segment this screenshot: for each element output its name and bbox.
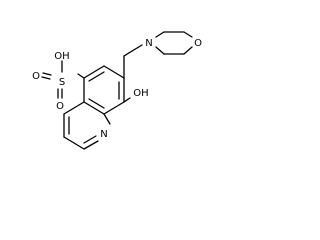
sulfonyl-oxygen-label: O xyxy=(56,101,64,112)
morpholine-nitrogen-label: N xyxy=(145,38,152,49)
bond xyxy=(63,101,85,115)
double-bond xyxy=(42,72,52,76)
bond xyxy=(103,101,125,115)
phenol-hydroxyl-label: OH xyxy=(133,88,148,99)
bond xyxy=(77,73,85,79)
bond xyxy=(155,31,165,38)
chemical-structure-diagram: OH S O O OH N N O xyxy=(32,31,202,150)
sulfonic-hydroxyl-label: OH xyxy=(54,51,69,62)
bond xyxy=(103,65,125,79)
bond xyxy=(183,46,193,55)
bonds xyxy=(41,31,193,150)
bond xyxy=(183,31,193,38)
bond xyxy=(103,113,111,125)
bond xyxy=(83,101,105,115)
bond xyxy=(83,140,99,150)
double-bond-inner xyxy=(88,71,105,82)
bond xyxy=(123,97,131,103)
atom-labels: OH S O O OH N N O xyxy=(32,38,202,140)
sulfur-label: S xyxy=(59,77,65,88)
pyridine-nitrogen-label: N xyxy=(100,129,107,140)
double-bond-inner xyxy=(83,135,97,144)
sulfonyl-oxygen-label: O xyxy=(32,71,40,82)
double-bond xyxy=(41,76,51,80)
bond xyxy=(63,136,85,150)
bond xyxy=(155,46,165,55)
bond xyxy=(83,65,105,79)
bond xyxy=(123,44,143,57)
morpholine-oxygen-label: O xyxy=(194,38,202,49)
double-bond-inner xyxy=(88,98,105,109)
